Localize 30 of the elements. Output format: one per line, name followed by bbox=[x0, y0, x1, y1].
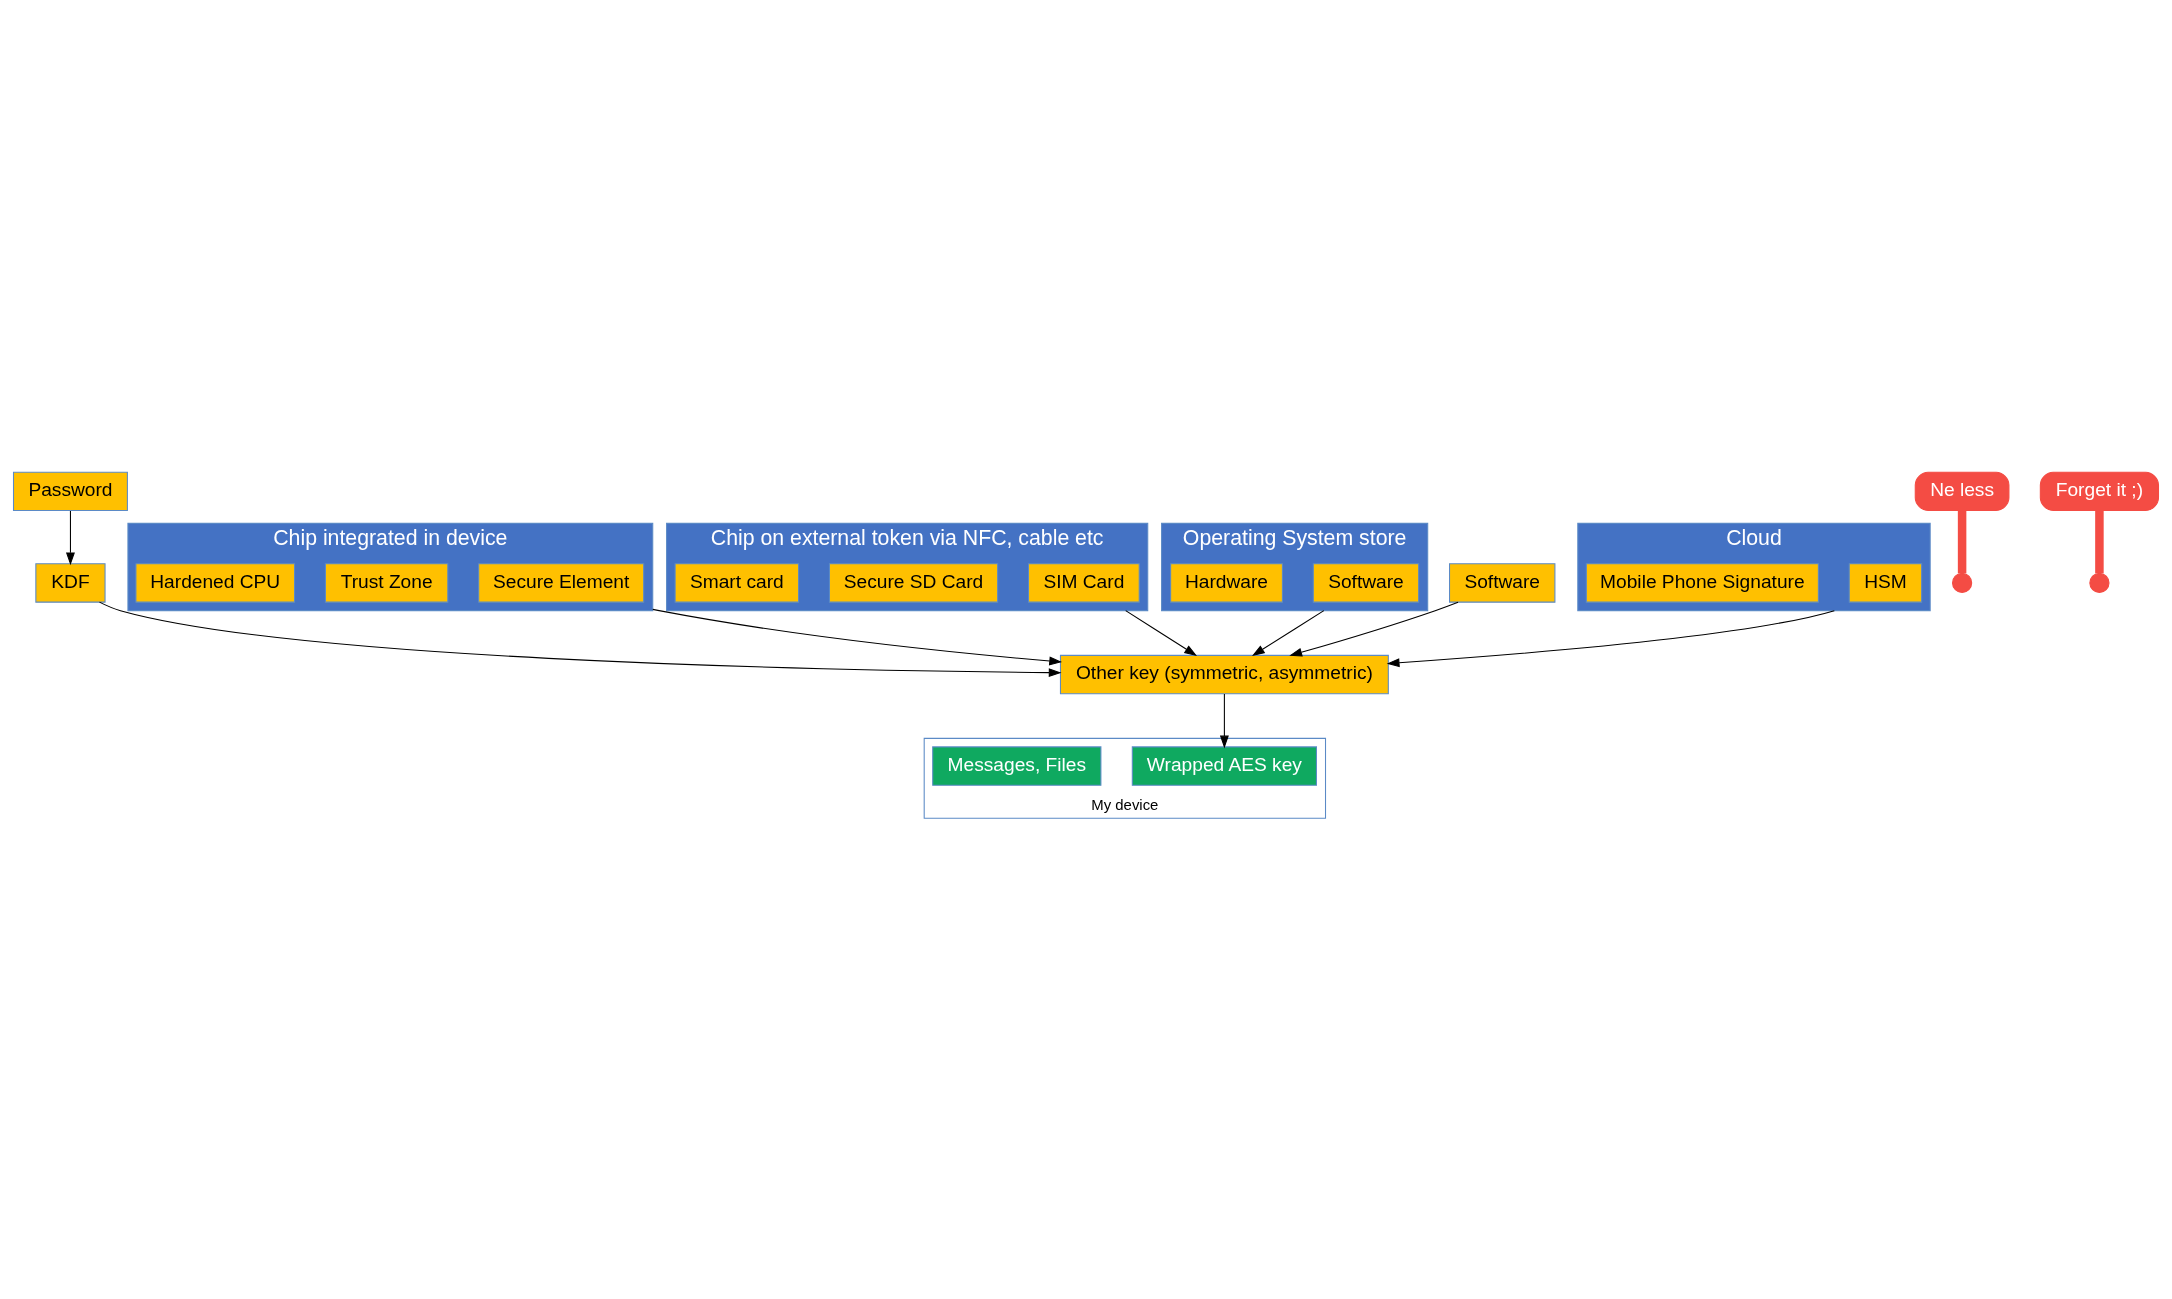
node-box: Password bbox=[12, 471, 128, 512]
node-box: Ne less bbox=[1914, 471, 2010, 512]
node-box: Secure Element bbox=[478, 563, 645, 603]
arrow bbox=[98, 601, 1062, 678]
node-box: Hardened CPU bbox=[135, 563, 296, 603]
arrow bbox=[1125, 610, 1197, 656]
node-box: Other key (symmetric, asymmetric) bbox=[1059, 654, 1389, 695]
node-box: SIM Card bbox=[1028, 563, 1140, 603]
arrow bbox=[652, 608, 1063, 666]
arrow bbox=[1252, 610, 1325, 656]
node-box: Software bbox=[1312, 563, 1420, 603]
node-box: Wrapped AES key bbox=[1131, 746, 1317, 786]
node-box: Messages, Files bbox=[932, 746, 1102, 786]
node-box: Software bbox=[1449, 563, 1556, 603]
node-box: Secure SD Card bbox=[828, 563, 999, 603]
node-box: Forget it ;) bbox=[2039, 471, 2160, 512]
connector bbox=[1957, 511, 1967, 574]
arrow bbox=[1289, 601, 1459, 657]
node-circle bbox=[2089, 572, 2110, 594]
arrow bbox=[1386, 610, 1835, 668]
node-box: Mobile Phone Signature bbox=[1585, 563, 1819, 603]
node-circle bbox=[1952, 572, 1973, 594]
node-box: Smart card bbox=[674, 563, 800, 603]
node-box: Trust Zone bbox=[324, 563, 449, 603]
arrow bbox=[66, 510, 75, 566]
node-box: KDF bbox=[35, 563, 106, 603]
node-box: HSM bbox=[1848, 563, 1923, 603]
node-box: Hardware bbox=[1170, 563, 1283, 603]
connector bbox=[2095, 511, 2104, 574]
arrow bbox=[1219, 693, 1229, 749]
